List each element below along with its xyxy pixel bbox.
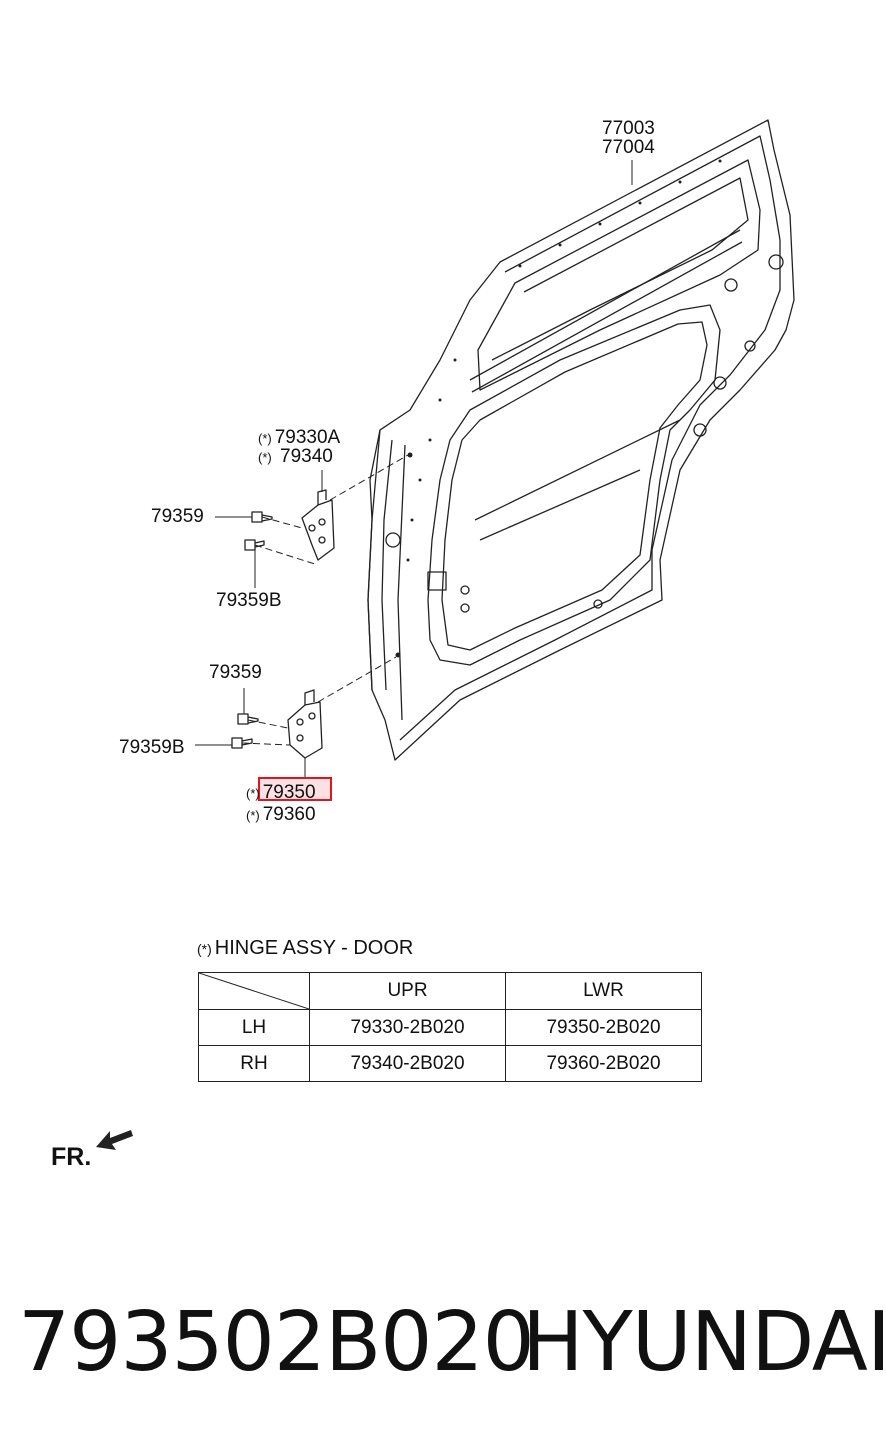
cell-rh-lwr: 79360-2B020 [505, 1045, 702, 1082]
col-header-upr: UPR [309, 972, 506, 1010]
cell-lh-upr: 79330-2B020 [309, 1009, 506, 1046]
hinge-spec-table: UPR LWR LH 79330-2B020 79350-2B020 RH 79… [198, 972, 702, 1082]
asterisk-marker: (*) [246, 808, 260, 823]
callout-79330a: (*)79330A [258, 427, 341, 448]
highlight-box [258, 777, 332, 801]
row-side-lh: LH [198, 1009, 310, 1046]
callout-79359b-lower: 79359B [119, 737, 185, 758]
callout-79340: (*) 79340 [258, 446, 333, 467]
upper-hinge [301, 499, 335, 561]
door-frame-outline [367, 119, 795, 761]
row-side-rh: RH [198, 1045, 310, 1082]
callout-77004: 77004 [602, 137, 655, 158]
footer-part-number: 793502B020 [18, 1295, 535, 1390]
table-row: LH 79330-2B020 79350-2B020 [198, 1009, 702, 1046]
callout-79350[interactable]: (*)79350 [246, 782, 316, 803]
table-row: RH 79340-2B020 79360-2B020 [198, 1045, 702, 1082]
table-title: (*)HINGE ASSY - DOOR [197, 937, 414, 959]
callout-79359b-upper: 79359B [216, 590, 282, 611]
asterisk-marker: (*) [258, 431, 272, 446]
callout-79359-lower: 79359 [209, 662, 262, 683]
callout-79359-upper: 79359 [151, 506, 204, 527]
callout-77003: 77003 [602, 118, 655, 139]
table-header-row: UPR LWR [198, 972, 702, 1010]
cell-rh-upr: 79340-2B020 [309, 1045, 506, 1082]
callout-79360: (*)79360 [246, 804, 316, 825]
lower-hinge [287, 701, 323, 759]
front-arrow-icon [96, 1130, 133, 1150]
cell-lh-lwr: 79350-2B020 [505, 1009, 702, 1046]
footer-brand: HYUNDAI [522, 1295, 886, 1390]
table-corner-cell [198, 972, 310, 1010]
front-indicator-label: FR. [51, 1143, 92, 1171]
asterisk-marker: (*) [197, 941, 212, 957]
bolt-shapes [231, 511, 273, 749]
asterisk-marker: (*) [258, 450, 272, 465]
col-header-lwr: LWR [505, 972, 702, 1010]
asterisk-marker: (*) [246, 786, 260, 801]
